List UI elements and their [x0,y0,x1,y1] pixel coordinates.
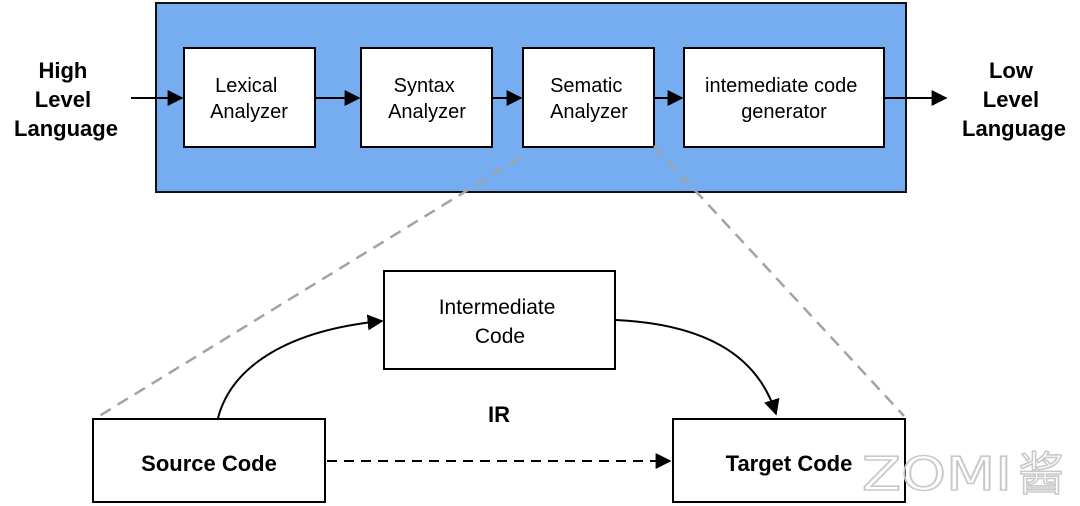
svg-text:Intermediate Code: Intermediate Code [439,296,562,348]
zoom-line-left [95,156,521,420]
stage-lexical-analyzer: Lexical Analyzer [183,47,316,148]
svg-text:Target Code: Target Code [726,451,853,476]
watermark: ZOMI 酱 [861,446,1065,502]
input-language-label: High Level Language [14,58,118,141]
zoom-line-right [653,145,905,417]
output-language-label: Low Level Language [962,58,1066,141]
svg-text:酱: 酱 [1018,447,1064,501]
source-code-box: Source Code [92,418,326,503]
svg-text:Syntax Analyzer: Syntax Analyzer [388,75,466,123]
target-code-box: Target Code [672,418,906,503]
stage-intermediate-code-generator: intemediate code generator [683,47,885,148]
svg-text:Sematic Analyzer: Sematic Analyzer [550,75,628,123]
stage-syntax-analyzer: Syntax Analyzer [360,47,493,148]
ir-label: IR [488,402,510,427]
svg-text:ZOMI: ZOMI [862,447,1012,501]
intermediate-code-box: Intermediate Code [383,270,616,370]
svg-text:Source Code: Source Code [141,451,277,476]
curve-intermediate-to-target [615,319,780,416]
curve-source-to-intermediate [217,314,384,419]
svg-text:Lexical Analyzer: Lexical Analyzer [210,75,288,123]
svg-text:intemediate code generat: intemediate code generator [705,75,863,123]
stage-semantic-analyzer: Sematic Analyzer [522,47,655,148]
